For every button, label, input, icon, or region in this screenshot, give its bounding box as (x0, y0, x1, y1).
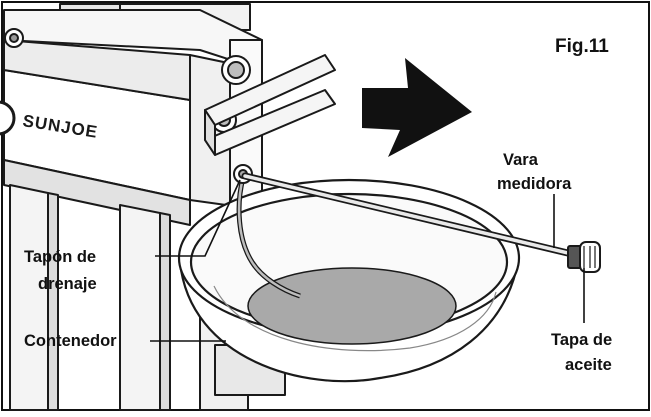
svg-text:aceite: aceite (565, 356, 612, 374)
svg-text:drenaje: drenaje (38, 275, 97, 293)
dipstick-callout: Vara medidora (497, 151, 572, 193)
drain-plug-leader-line (155, 179, 241, 257)
drain-plug-callout: Tapón de drenaje (24, 248, 97, 293)
direction-arrow (362, 58, 472, 157)
svg-text:Tapón de: Tapón de (24, 248, 96, 266)
oil-cap-callout: Tapa de aceite (551, 331, 612, 374)
container-callout: Contenedor (24, 332, 117, 350)
handle-bracket (204, 54, 336, 156)
svg-text:medidora: medidora (497, 175, 572, 193)
figure-label: Fig.11 (555, 36, 609, 57)
oil-cap (567, 241, 601, 273)
svg-text:Contenedor: Contenedor (24, 332, 117, 350)
oil-surface (247, 267, 457, 345)
leader-lines (150, 179, 585, 342)
svg-text:Vara: Vara (503, 151, 539, 169)
dipstick (241, 172, 576, 258)
oil-container (177, 178, 521, 383)
svg-text:Tapa de: Tapa de (551, 331, 612, 349)
